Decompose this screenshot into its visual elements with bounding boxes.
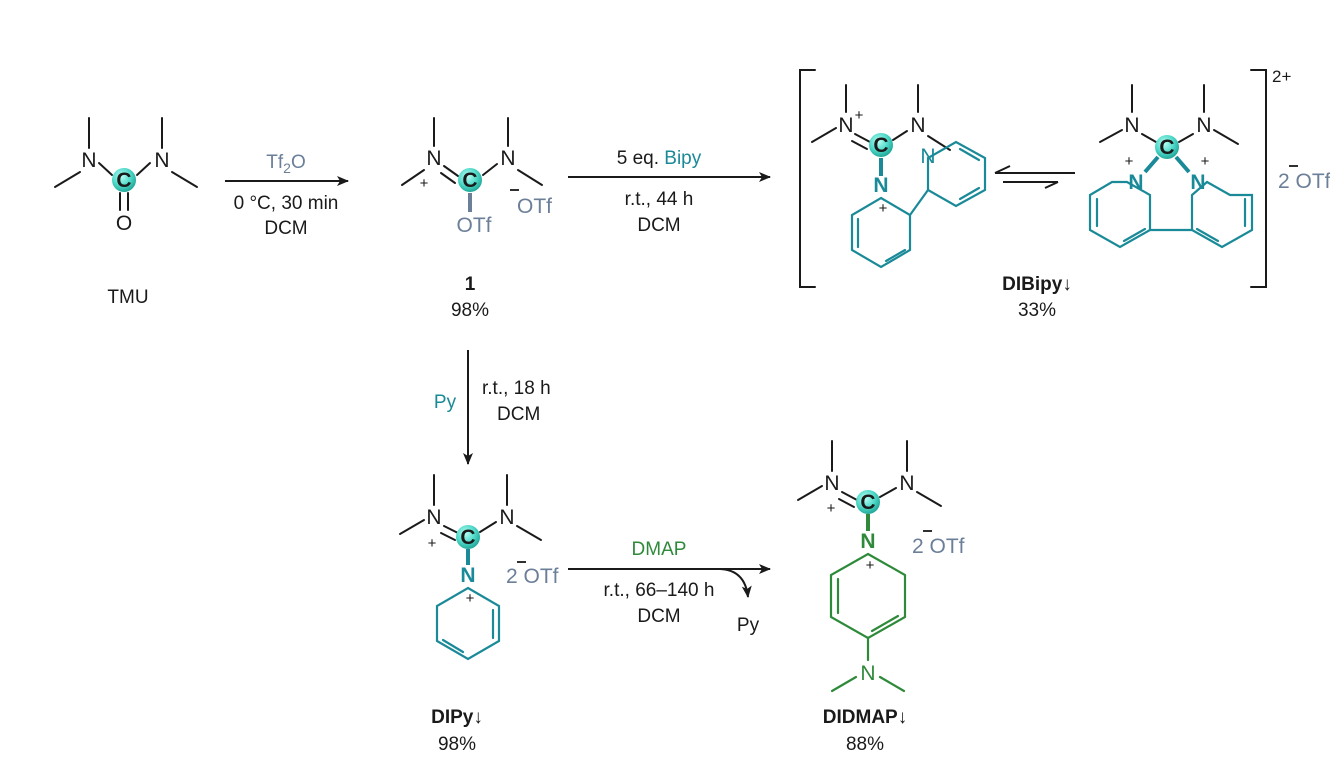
atom-n-py: N — [460, 564, 475, 587]
atom-c: C — [860, 491, 875, 514]
byproduct-py: Py — [737, 615, 760, 636]
dibipy-monodentate: N + C N N + N — [811, 84, 987, 269]
arrow-bipy: 5 eq. Bipy r.t., 44 h DCM — [568, 148, 771, 236]
atom-n-left: N — [81, 149, 96, 172]
plus-charge: + — [428, 535, 437, 552]
plus-charge: + — [855, 107, 864, 124]
atom-c: C — [460, 526, 475, 549]
atom-n: N — [1124, 114, 1139, 137]
plus-charge: + — [866, 557, 875, 574]
atom-n: N — [910, 114, 925, 137]
didmap-counterion: 2 OTf — [912, 535, 965, 558]
r4-conditions: r.t., 66–140 h — [604, 580, 715, 601]
dipy-counterion: 2 OTf — [506, 565, 559, 588]
compound-dipy: N + C N N + 2 OTf DIPy↓ 98% — [399, 474, 559, 755]
dibipy-label: DIBipy↓ — [1002, 274, 1072, 295]
reagent-tf2o: Tf2O — [266, 152, 305, 176]
equilibrium-arrows — [994, 165, 1075, 189]
didmap-yield: 88% — [846, 734, 884, 755]
atom-n-right: N — [500, 147, 515, 170]
r4-solvent: DCM — [637, 606, 680, 627]
atom-n-right: N — [899, 472, 914, 495]
dibipy-charge: 2+ — [1272, 67, 1291, 86]
otf-anion: OTf — [517, 195, 552, 218]
otf-bound: OTf — [457, 214, 492, 237]
plus-charge: + — [1201, 153, 1210, 170]
dibipy-chelate: N C N N + N + DIBipy↓ 33% — [1002, 84, 1254, 321]
reagent-py: Py — [434, 392, 457, 413]
carbon-ball-icon — [856, 490, 880, 514]
plus-charge: + — [420, 175, 429, 192]
plus-charge: + — [466, 590, 475, 607]
arrow-tf2o: Tf2O 0 °C, 30 min DCM — [225, 152, 349, 239]
r2-conditions: r.t., 44 h — [625, 189, 694, 210]
compound-1-yield: 98% — [451, 300, 489, 321]
carbon-ball-icon — [112, 168, 136, 192]
atom-c: C — [116, 169, 131, 192]
compound-didmap: N + C N N + N 2 OTf DIDMAP↓ 88% — [797, 440, 965, 755]
r1-conditions: 0 °C, 30 min — [234, 193, 339, 214]
r3-solvent: DCM — [497, 404, 540, 425]
atom-n-left: N — [426, 147, 441, 170]
dibipy-yield: 33% — [1018, 300, 1056, 321]
dibipy-bracket: 2+ 2 OTf — [799, 67, 1330, 288]
atom-o: O — [116, 212, 132, 235]
carbon-ball-icon — [456, 525, 480, 549]
atom-c: C — [462, 169, 477, 192]
didmap-label: DIDMAP↓ — [823, 707, 907, 728]
arrow-dmap: DMAP r.t., 66–140 h DCM Py — [568, 539, 771, 636]
compound-number: 1 — [465, 274, 476, 295]
carbon-ball-icon — [869, 133, 893, 157]
atom-n-pyridine: N — [920, 145, 935, 168]
compound-tmu: C N N O TMU — [54, 117, 198, 308]
atom-c: C — [873, 134, 888, 157]
atom-n-left: N — [426, 506, 441, 529]
r2-solvent: DCM — [637, 215, 680, 236]
atom-n: N — [838, 114, 853, 137]
carbon-ball-icon — [458, 168, 482, 192]
tmu-label: TMU — [107, 287, 148, 308]
plus-charge: + — [879, 200, 888, 217]
atom-n: N — [1196, 114, 1211, 137]
plus-charge: + — [827, 500, 836, 517]
dibipy-counterion: 2 OTf — [1278, 170, 1330, 193]
arrow-py: Py r.t., 18 h DCM — [434, 350, 551, 465]
atom-n-py: N — [873, 174, 888, 197]
atom-c: C — [1159, 136, 1174, 159]
carbon-ball-icon — [1155, 135, 1179, 159]
atom-n-pyridinium: N — [860, 530, 875, 553]
plus-charge: + — [1125, 153, 1134, 170]
compound-1: N + C N OTf OTf 1 98% — [401, 117, 552, 321]
atom-n-right: N — [499, 506, 514, 529]
r1-solvent: DCM — [264, 218, 307, 239]
atom-n-right: N — [154, 149, 169, 172]
atom-n-left: N — [824, 472, 839, 495]
atom-n-right-ring: N — [1190, 171, 1205, 194]
reagent-dmap: DMAP — [632, 539, 687, 560]
r3-conditions: r.t., 18 h — [482, 378, 551, 399]
dipy-yield: 98% — [438, 734, 476, 755]
dipy-label: DIPy↓ — [431, 707, 483, 728]
reagent-bipy: 5 eq. Bipy — [617, 148, 702, 169]
atom-n-dimethylamino: N — [860, 662, 875, 685]
